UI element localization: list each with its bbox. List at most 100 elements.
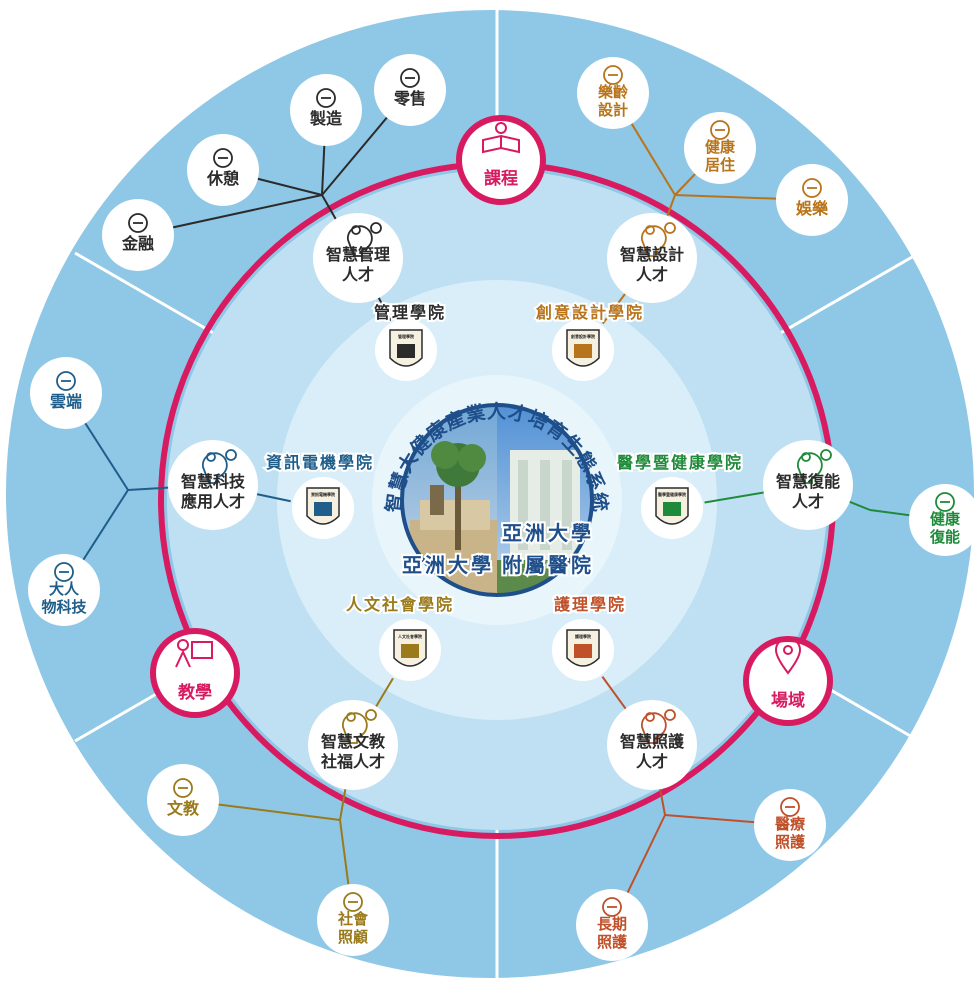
campus-label-right-2: 附屬醫院 <box>502 553 594 577</box>
industry-label: 照護 <box>775 833 806 851</box>
industry-label: 休憩 <box>206 169 239 188</box>
talent-label: 智慧文教 <box>321 732 386 751</box>
industry-label: 娛樂 <box>795 199 829 218</box>
teacher-board-icon <box>175 639 213 668</box>
head-gear-icon <box>347 222 382 257</box>
college-label: 醫學暨健康學院 <box>617 453 743 472</box>
pillar-label: 場域 <box>771 690 805 711</box>
college-emblem-text: 管理學院 <box>398 333 414 339</box>
college-emblem-text: 護理學院 <box>575 633 591 639</box>
industry-label: 金融 <box>121 234 154 253</box>
talent-label: 智慧設計 <box>620 245 684 264</box>
elderly-hand-icon <box>603 65 623 85</box>
money-screen-icon <box>128 213 148 233</box>
college-emblem-mark <box>397 344 415 358</box>
college-emblem-text: 醫學暨健康學院 <box>658 491 686 497</box>
industry-label: 設計 <box>598 101 628 119</box>
industry-label: 居住 <box>705 156 735 174</box>
talent-label: 人才 <box>636 752 668 771</box>
college-emblem-mark <box>401 644 419 658</box>
industry-label: 物科技 <box>41 598 87 616</box>
industry-label: 照護 <box>597 933 628 951</box>
hand-heart-icon <box>602 897 622 917</box>
pillar-label: 課程 <box>484 168 518 189</box>
talent-label: 智慧科技 <box>181 472 246 491</box>
industry-label: 健康 <box>930 510 961 528</box>
talent-label: 人才 <box>636 265 668 284</box>
talent-label: 人才 <box>792 492 824 511</box>
college-label: 管理學院 <box>374 303 446 322</box>
gears-icon <box>316 88 336 108</box>
college-emblem-mark <box>574 644 592 658</box>
industry-label: 零售 <box>393 89 426 108</box>
college-label: 人文社會學院 <box>346 595 454 614</box>
industry-label: 大人 <box>49 580 80 598</box>
industry-label: 文教 <box>167 799 200 818</box>
chip-icon <box>54 562 74 582</box>
industry-label: 製造 <box>309 109 343 128</box>
talent-label: 智慧照護 <box>620 732 685 751</box>
campus-label-left: 亞洲大學 <box>402 553 494 577</box>
industry-node-culture_edu[interactable]: 文教 <box>147 764 219 836</box>
first-aid-kit-icon <box>780 797 800 817</box>
pillar-teaching[interactable]: 教學 <box>150 628 240 718</box>
talent-label: 人才 <box>342 265 374 284</box>
industry-node-entertainment[interactable]: 娛樂 <box>776 164 848 236</box>
hands-people-icon <box>343 892 363 912</box>
industry-label: 復能 <box>929 528 960 546</box>
college-label: 資訊電機學院 <box>266 453 374 472</box>
walking-person-icon <box>213 148 233 168</box>
talent-label: 智慧管理 <box>326 245 390 264</box>
industry-node-cloud[interactable]: 雲端 <box>30 357 102 429</box>
college-emblem-text: 人文社會學院 <box>398 633 422 639</box>
industry-node-leisure[interactable]: 休憩 <box>187 134 259 206</box>
head-gear-icon <box>797 449 832 484</box>
college-emblem-mark <box>574 344 592 358</box>
college-emblem-mark <box>663 502 681 516</box>
person-heart-icon <box>935 492 955 512</box>
industry-label: 照顧 <box>338 928 368 946</box>
industry-node-finance[interactable]: 金融 <box>102 199 174 271</box>
pillar-curriculum[interactable]: 課程 <box>456 115 546 205</box>
industry-label: 樂齡 <box>598 83 628 101</box>
pillar-field[interactable]: 場域 <box>743 636 833 726</box>
location-pin-icon <box>774 637 802 675</box>
talent-label: 智慧復能 <box>776 472 840 491</box>
head-gear-icon <box>342 709 377 744</box>
industry-label: 雲端 <box>50 392 82 411</box>
reading-person-icon <box>173 778 193 798</box>
college-emblem-mark <box>314 502 332 516</box>
book-lightbulb-icon <box>482 122 520 154</box>
campus-label-right-1: 亞洲大學 <box>502 521 594 545</box>
pillar-label: 教學 <box>177 682 212 703</box>
talent-label: 社福人才 <box>320 752 385 771</box>
head-gear-icon <box>641 222 676 257</box>
industry-node-retail[interactable]: 零售 <box>374 54 446 126</box>
talent-label: 應用人才 <box>181 492 245 511</box>
shopping-cart-icon <box>400 68 420 88</box>
college-emblem-text: 創意設計學院 <box>570 333 595 339</box>
cloud-wifi-icon <box>56 371 76 391</box>
industry-node-manufacturing[interactable]: 製造 <box>290 74 362 146</box>
industry-label: 長期 <box>597 915 627 933</box>
college-label: 護理學院 <box>554 595 626 614</box>
